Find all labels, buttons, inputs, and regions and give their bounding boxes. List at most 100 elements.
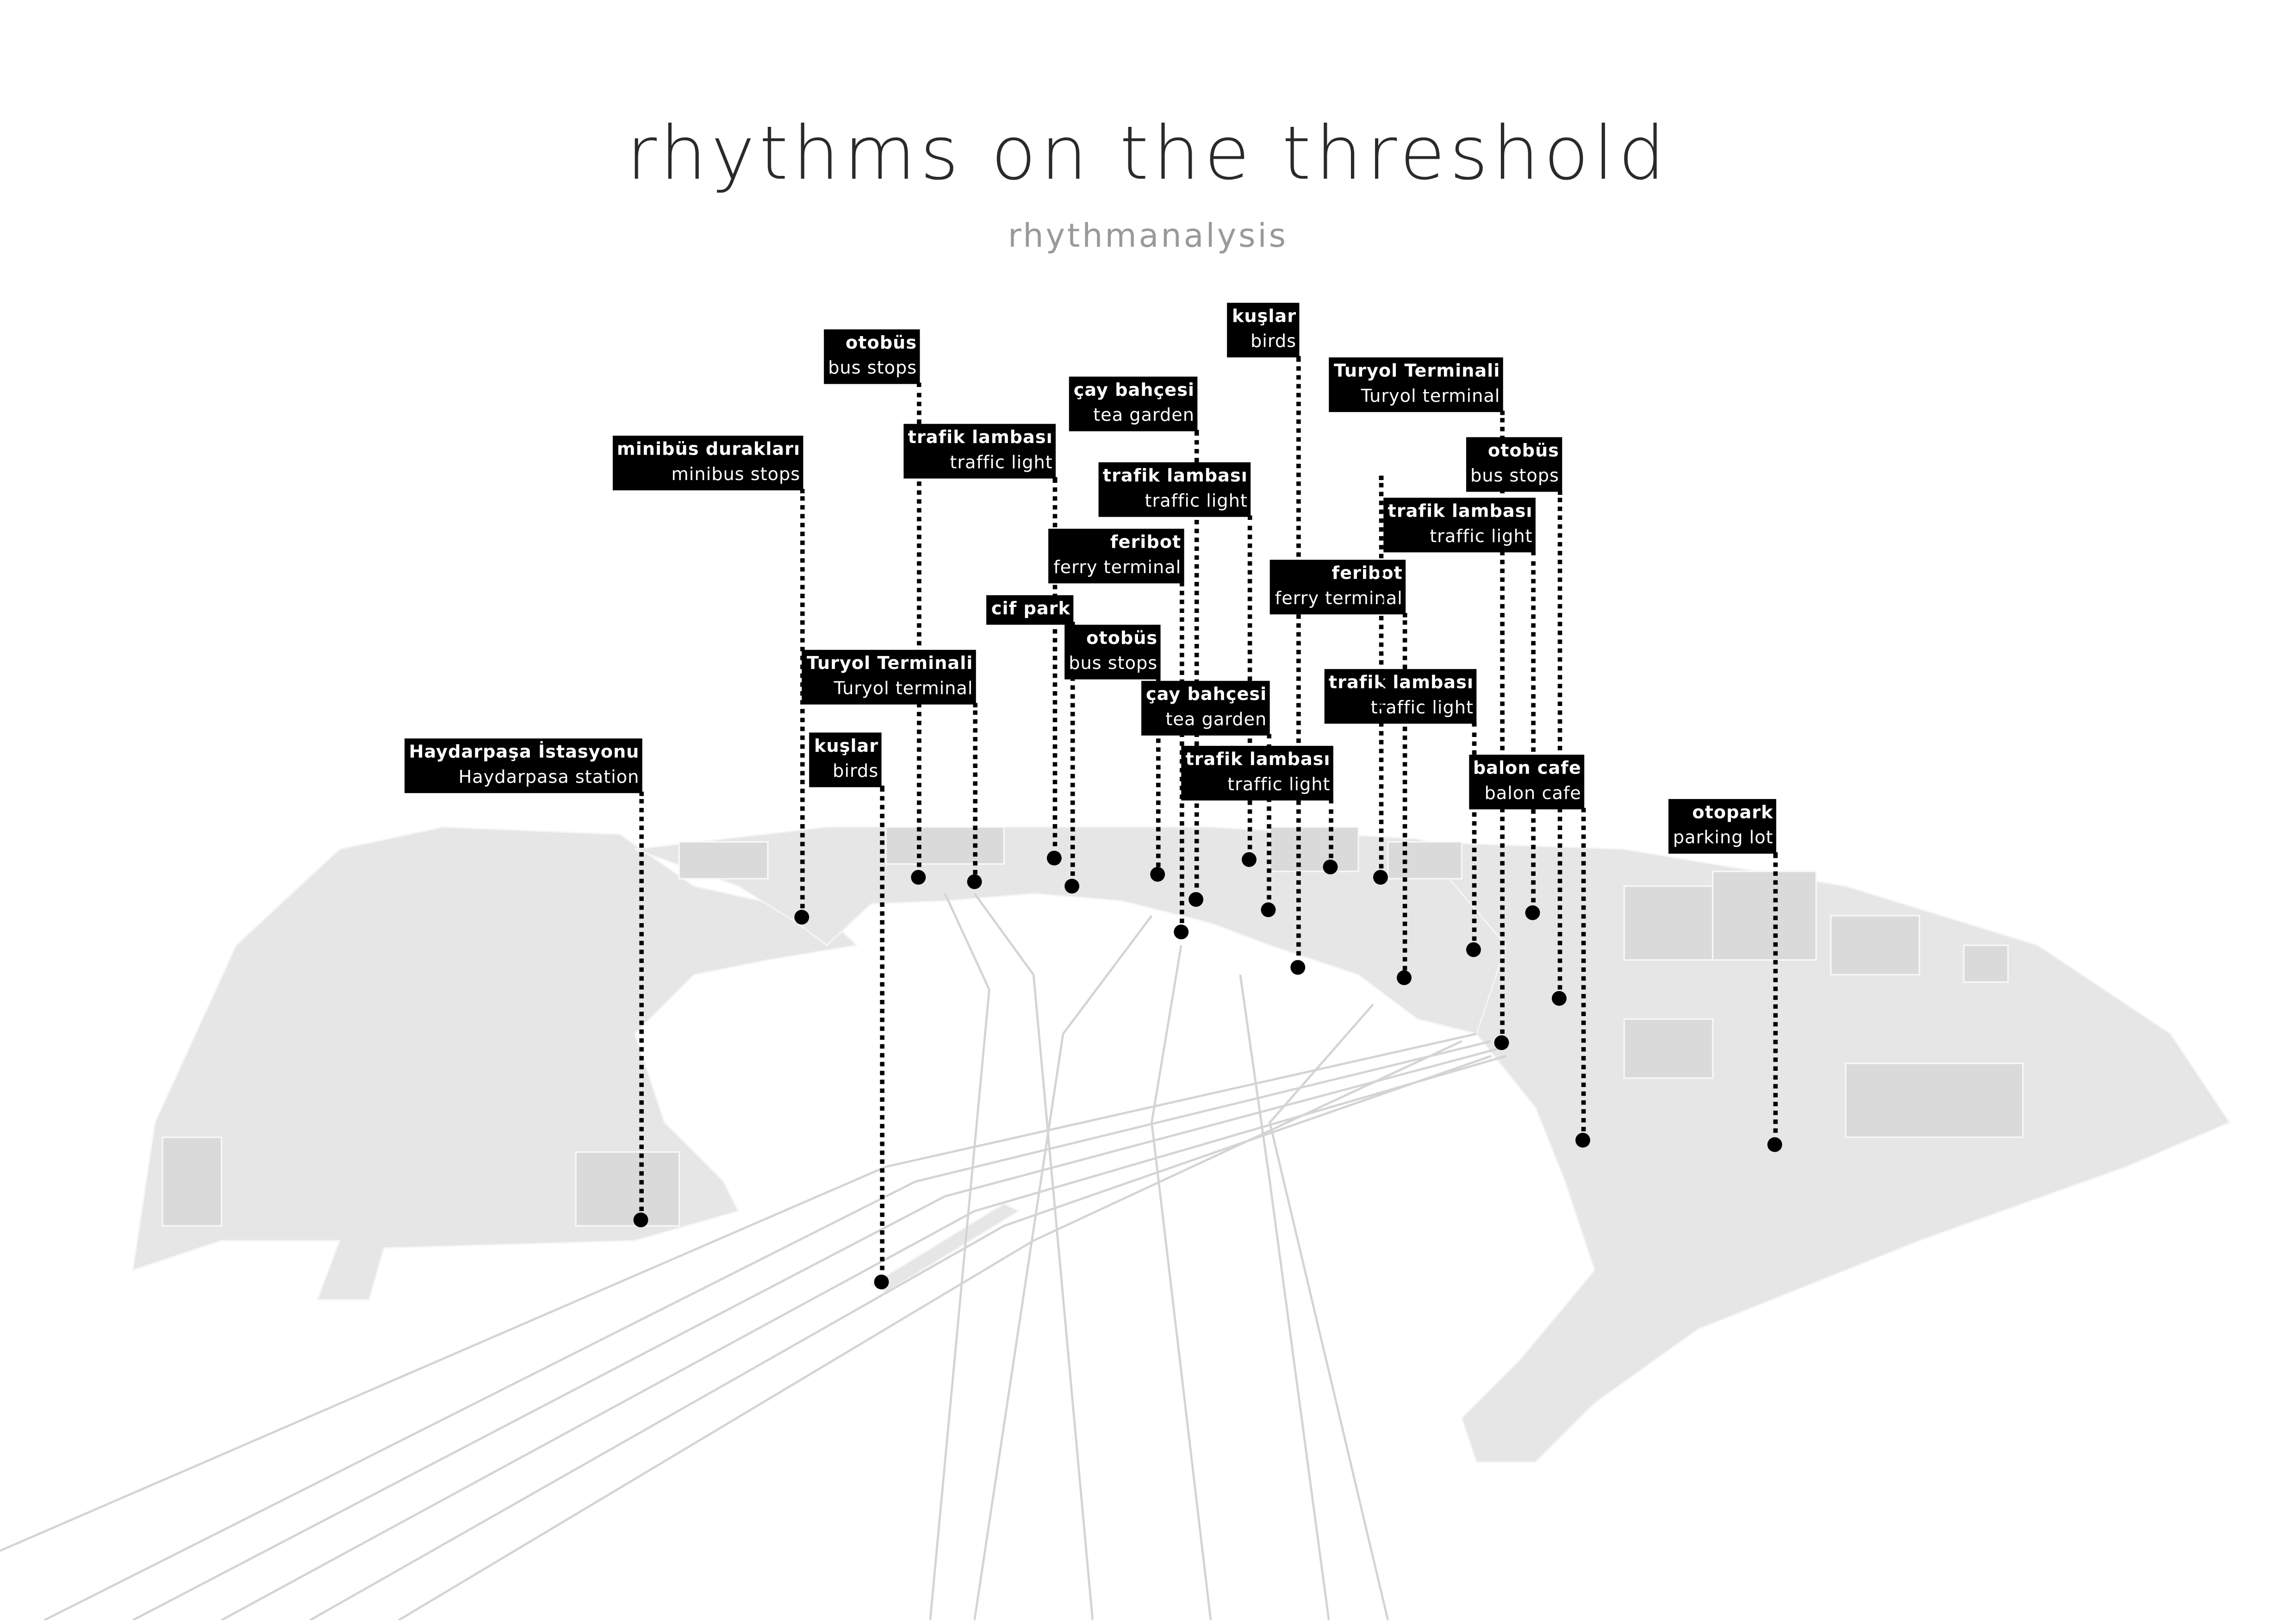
leader-line — [1052, 477, 1058, 858]
location-marker — [1242, 852, 1257, 867]
label-english: Haydarpasa station — [458, 766, 640, 787]
leader-line — [1773, 852, 1778, 1145]
location-marker — [967, 874, 982, 889]
location-marker — [1767, 1137, 1782, 1152]
label-turkish: otobüs — [846, 332, 917, 353]
location-marker — [874, 1274, 889, 1290]
label-turkish: trafik lambası — [908, 426, 1053, 448]
label-turkish: çay bahçesi — [1073, 379, 1195, 400]
label-english: Turyol terminal — [1361, 385, 1500, 406]
annotation-label: feribot ferry terminal — [1049, 529, 1184, 584]
annotation-label: otobüs bus stops — [1466, 437, 1562, 492]
page-title: rhythms on the threshold — [626, 111, 1670, 197]
leader-line — [880, 786, 884, 1282]
breakwater — [869, 1203, 1020, 1293]
east-landmass — [1416, 841, 2231, 1463]
annotation-label: cif park — [987, 595, 1074, 625]
location-marker — [1575, 1132, 1590, 1148]
leader-line — [1296, 356, 1301, 968]
label-turkish: kuşlar — [1232, 306, 1297, 327]
annotation-label: çay bahçesi tea garden — [1069, 376, 1198, 431]
leader-line — [1557, 490, 1562, 999]
label-english: ferry terminal — [1053, 556, 1182, 578]
location-marker — [1494, 1035, 1509, 1050]
location-marker — [1174, 924, 1189, 940]
location-marker — [1150, 867, 1165, 882]
label-turkish: otobüs — [1487, 440, 1559, 461]
label-turkish: trafik lambası — [1102, 465, 1248, 486]
label-english: Turyol terminal — [834, 678, 973, 699]
leader-line — [639, 792, 644, 1220]
label-turkish: feribot — [1332, 562, 1403, 584]
location-marker — [1188, 892, 1204, 907]
label-english: tea garden — [1165, 709, 1267, 730]
label-turkish: kuşlar — [814, 735, 879, 756]
leader-line — [1070, 622, 1075, 887]
label-turkish: Haydarpaşa İstasyonu — [409, 741, 640, 762]
label-english: balon cafe — [1484, 782, 1581, 804]
annotation-label: trafik lambası traffic light — [1383, 498, 1536, 553]
page-subtitle: rhythmanalysis — [1008, 219, 1288, 256]
leader-line — [1472, 722, 1477, 950]
location-marker — [1261, 902, 1276, 918]
leader-line — [1194, 430, 1199, 899]
location-marker — [911, 870, 926, 885]
location-marker — [794, 910, 809, 925]
leader-line — [1267, 734, 1271, 910]
annotation-label: trafik lambası traffic light — [1324, 669, 1477, 724]
leader-line — [917, 382, 921, 878]
annotation-label: trafik lambası traffic light — [903, 424, 1056, 479]
leader-line — [1402, 612, 1407, 978]
location-marker — [633, 1212, 648, 1228]
label-turkish: trafik lambası — [1388, 500, 1533, 522]
label-turkish: otopark — [1692, 802, 1773, 823]
label-english: traffic light — [950, 452, 1053, 473]
annotation-label: trafik lambası traffic light — [1181, 746, 1333, 801]
label-english: bus stops — [828, 357, 917, 378]
label-turkish: trafik lambası — [1328, 672, 1474, 693]
label-english: traffic light — [1370, 697, 1474, 718]
west-landmass — [132, 826, 858, 1301]
label-english: bus stops — [1069, 653, 1158, 674]
location-marker — [1046, 850, 1062, 866]
label-english: traffic light — [1145, 490, 1248, 511]
annotation-label: kuşlar birds — [809, 732, 882, 787]
location-marker — [1290, 960, 1306, 975]
annotation-label: feribot ferry terminal — [1270, 560, 1406, 615]
label-english: ferry terminal — [1275, 587, 1403, 609]
leader-line — [1329, 799, 1333, 867]
label-english: traffic light — [1227, 774, 1331, 795]
annotation-label: otopark parking lot — [1668, 799, 1776, 854]
label-turkish: Turyol Terminali — [807, 653, 973, 674]
leader-line — [1156, 678, 1161, 874]
label-turkish: minibüs durakları — [616, 438, 801, 460]
annotation-label: otobüs bus stops — [823, 329, 920, 384]
label-english: tea garden — [1093, 405, 1195, 425]
label-turkish: trafik lambası — [1185, 749, 1331, 770]
label-english: birds — [833, 761, 879, 781]
location-marker — [1064, 879, 1080, 894]
label-english: parking lot — [1673, 827, 1773, 848]
label-turkish: feribot — [1110, 531, 1182, 553]
label-turkish: Turyol Terminali — [1334, 360, 1500, 381]
label-english: bus stops — [1470, 465, 1559, 486]
location-marker — [1373, 870, 1388, 885]
label-turkish: çay bahçesi — [1146, 684, 1267, 705]
central-waterfront — [635, 826, 1537, 1035]
label-english: traffic light — [1430, 525, 1533, 547]
leader-line — [1379, 475, 1384, 878]
location-marker — [1552, 991, 1567, 1006]
leader-line — [1500, 410, 1505, 1043]
leader-line — [973, 703, 977, 882]
leader-line — [1581, 808, 1586, 1140]
annotation-label: trafik lambası traffic light — [1098, 462, 1251, 517]
